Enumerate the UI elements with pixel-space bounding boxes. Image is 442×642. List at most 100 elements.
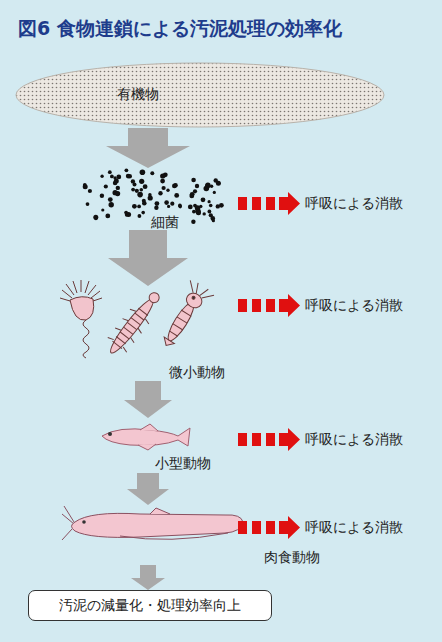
bacterium-dot [203, 212, 206, 215]
dissipation-arrows [238, 192, 300, 539]
flow-arrow [124, 381, 172, 418]
node-text: 有機物 [117, 86, 159, 102]
bacterium-dot [131, 188, 135, 192]
bacterium-dot [100, 194, 104, 198]
bacterium-dot [189, 194, 194, 199]
bacterium-dot [209, 204, 213, 208]
bacterium-dot [86, 202, 90, 206]
dissipation-label: 呼吸による消散 [305, 194, 403, 212]
bacterium-dot [126, 212, 131, 217]
bacterium-dot [195, 205, 200, 210]
bacterium-dot [125, 168, 129, 172]
bacterium-dot [139, 179, 144, 184]
bacterium-dot [196, 210, 201, 215]
bacterium-dot [192, 210, 196, 214]
bacterium-dot [208, 210, 212, 214]
bacterium-dot [113, 176, 116, 179]
node-text: 細菌 [151, 214, 179, 230]
diagram-title: 図6 食物連鎖による汚泥処理の効率化 [18, 16, 342, 40]
bacterium-dot [201, 197, 206, 202]
bacterium-dot [195, 184, 199, 188]
dissipation-label: 呼吸による消散 [305, 430, 403, 448]
bacterium-dot [205, 183, 210, 188]
flow-arrow [127, 473, 169, 505]
small-animal-group: 小型動物 [100, 418, 220, 473]
bacterium-dot [115, 191, 120, 196]
bacterium-dot [216, 204, 220, 208]
bacterium-dot [155, 201, 160, 206]
bacterium-dot [178, 204, 182, 208]
bacterium-dot [191, 220, 195, 224]
bacterium-dot [162, 186, 166, 190]
bacterium-dot [154, 206, 158, 210]
bacterium-dot [138, 214, 142, 218]
catfish [62, 506, 243, 540]
flow-arrow [131, 565, 165, 590]
bacterium-dot [137, 192, 143, 198]
bacterium-dot [213, 191, 216, 194]
bacterium-dot [148, 193, 152, 197]
bacterium-dot [216, 181, 221, 186]
bacterium-dot [143, 184, 148, 189]
bacterium-dot [170, 202, 174, 206]
dissipation-label: 呼吸による消散 [305, 518, 403, 536]
bacterium-dot [126, 174, 131, 179]
bacterium-dot [135, 189, 139, 193]
bacterium-dot [208, 200, 211, 203]
bacterium-dot [132, 204, 137, 209]
bacterium-dot [173, 183, 177, 187]
bacterium-dot [160, 179, 165, 184]
bacterium-dot [164, 200, 169, 205]
bacterium-dot [137, 205, 141, 209]
bacterium-dot [110, 175, 114, 179]
bacterium-dot [105, 214, 110, 219]
result-box: 汚泥の減量化・処理効率向上 [28, 590, 272, 621]
node-text: 小型動物 [155, 455, 211, 471]
bacterium-dot [205, 184, 210, 189]
flow-arrow [106, 128, 190, 168]
bacterium-dot [131, 179, 135, 183]
bacterium-dot [160, 173, 165, 178]
bacterium-dot [141, 211, 145, 215]
bacterium-dot [116, 175, 121, 180]
microanimal-group: 微小動物 [58, 286, 243, 381]
bacterium-dot [108, 170, 112, 174]
dissipation-label: 呼吸による消散 [305, 296, 403, 314]
node-text: 肉食動物 [264, 549, 320, 565]
bacterium-dot [150, 171, 154, 175]
oligochaete-worm [102, 286, 167, 360]
bacterium-dot [101, 208, 104, 211]
node-text: 微小動物 [169, 364, 225, 380]
ellipse-outline [15, 62, 385, 128]
carnivore-group: 肉食動物 [62, 505, 337, 565]
bacterium-dot [166, 189, 169, 192]
bacterium-dot [167, 205, 170, 208]
bacterium-dot [174, 193, 179, 198]
small-fish [102, 424, 190, 450]
bacterium-dot [109, 202, 114, 207]
crustacean [154, 279, 215, 353]
bacterium-dot [100, 175, 103, 178]
bacterium-dot [108, 197, 113, 202]
bacterium-dot [142, 201, 147, 206]
bacterium-dot [191, 178, 196, 183]
bacterium-dot [83, 184, 88, 189]
vorticella [60, 280, 102, 358]
bacterium-dot [140, 170, 146, 176]
bacterium-dot [172, 184, 177, 189]
bacterium-dot [178, 205, 182, 209]
bacterium-dot [140, 188, 144, 192]
bacterium-dot [93, 215, 98, 220]
bacterium-dot [113, 181, 118, 186]
bacterium-dot [104, 184, 108, 188]
ellipse-shape [16, 63, 384, 127]
bacterium-dot [158, 191, 162, 195]
node-text: 汚泥の減量化・処理効率向上 [59, 597, 241, 615]
bacterium-dot [188, 205, 193, 210]
bacteria-group: 細菌 [80, 168, 225, 230]
flow-arrow [108, 230, 188, 286]
bacterium-dot [88, 189, 92, 193]
organic-matter-ellipse: 有機物 [15, 62, 385, 128]
bacterium-dot [116, 186, 120, 190]
bacterium-dot [212, 219, 215, 222]
